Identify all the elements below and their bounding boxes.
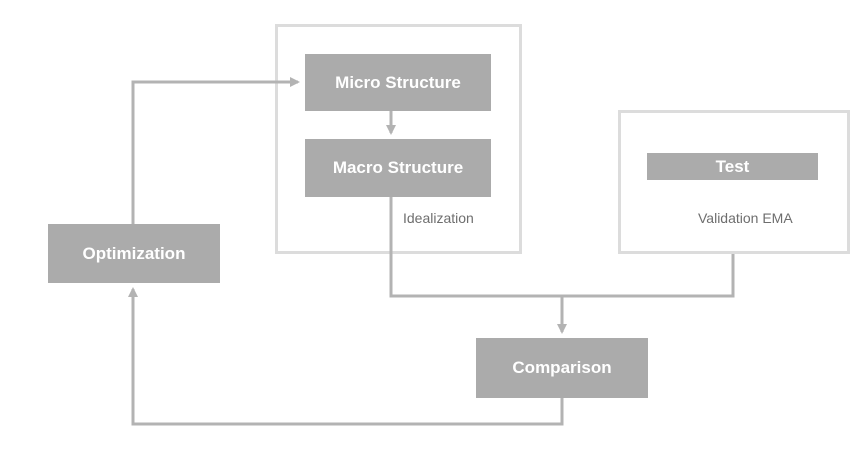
- validation-group-frame: [618, 110, 850, 254]
- arrow-comparison-to-optimization: [128, 287, 564, 426]
- idealization-label: Idealization: [403, 210, 474, 226]
- validation-ema-label: Validation EMA: [698, 210, 793, 226]
- arrow-optimization-to-micro: [131, 77, 300, 224]
- macro-structure-node: Macro Structure: [305, 139, 491, 197]
- optimization-node: Optimization: [48, 224, 220, 283]
- comparison-node: Comparison: [476, 338, 648, 398]
- micro-structure-node: Micro Structure: [305, 54, 491, 111]
- test-node: Test: [647, 153, 818, 180]
- model-group-frame: [275, 24, 522, 254]
